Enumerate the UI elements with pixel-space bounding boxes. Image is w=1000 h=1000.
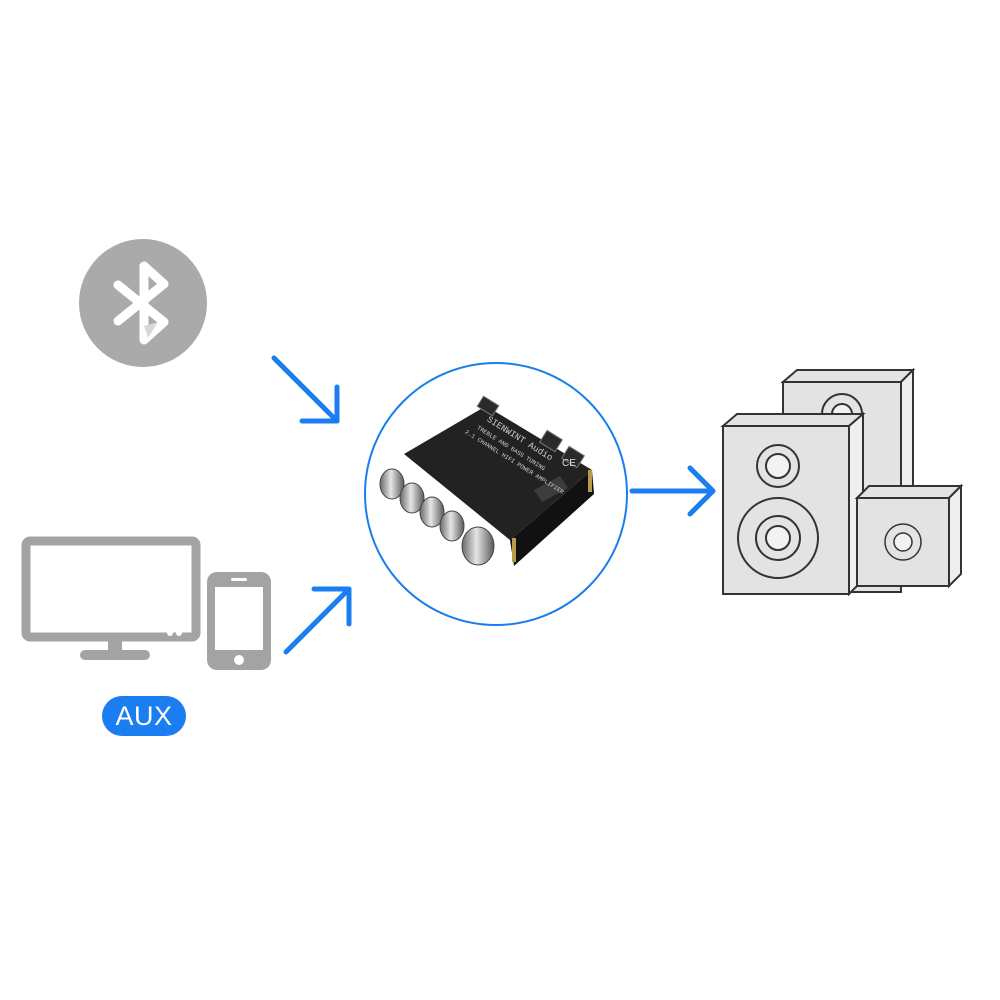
knobs <box>379 468 495 566</box>
bluetooth-source <box>78 238 208 368</box>
aux-source <box>20 535 280 675</box>
ce-mark-text: CE <box>562 458 576 469</box>
bluetooth-icon <box>79 239 207 367</box>
aux-label-badge: AUX <box>102 696 186 736</box>
speakers-icon <box>720 367 964 597</box>
amplifier-board-icon: SIENWINT Audio TREBLE AND BASS TUNING 2.… <box>379 395 594 566</box>
monitor-icon <box>21 536 201 660</box>
arrow-bluetooth-to-amp-icon <box>271 355 340 424</box>
smartphone-icon <box>207 572 271 670</box>
arrow-aux-to-amp-icon <box>283 586 352 655</box>
arrow-amp-to-speakers-icon <box>629 465 716 517</box>
